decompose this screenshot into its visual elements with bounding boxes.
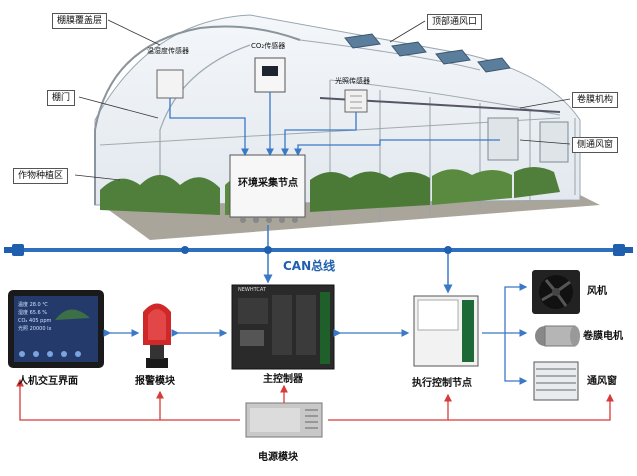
hmi-row-1: 湿度 65.6 %	[18, 310, 48, 316]
label-co2-sensor: CO₂传感器	[251, 42, 286, 50]
connections	[16, 283, 614, 421]
label-film-cover: 棚膜覆盖层	[52, 13, 108, 29]
label-hmi: 人机交互界面	[18, 376, 78, 387]
label-roll-motor: 卷膜电机	[583, 331, 623, 342]
label-can-bus: CAN总线	[283, 259, 336, 273]
hmi-row-3: 光照 20000 lx	[18, 326, 52, 332]
hmi-row-0: 温度 28.0 ℃	[18, 302, 48, 308]
label-env-node: 环境采集节点	[238, 178, 298, 189]
label-vent-window: 通风窗	[587, 376, 617, 387]
label-top-vent: 顶部通风口	[427, 14, 483, 30]
label-crop-area: 作物种植区	[13, 168, 69, 184]
controller-brand: NEWHTCAT	[238, 287, 266, 293]
label-fan: 风机	[587, 286, 607, 297]
devices	[8, 270, 580, 438]
hmi-row-2: CO₂ 405 ppm	[18, 318, 52, 324]
greenhouse	[74, 14, 600, 240]
label-light-sensor: 光照传感器	[335, 77, 370, 85]
can-bus	[4, 225, 633, 294]
label-door: 棚门	[47, 90, 76, 106]
label-main-controller: 主控制器	[263, 374, 303, 385]
label-temp-humidity-sensor: 温湿度传感器	[147, 47, 189, 55]
label-alarm: 报警模块	[135, 376, 175, 387]
label-power: 电源模块	[258, 452, 298, 463]
label-roll-film: 卷膜机构	[572, 92, 619, 108]
label-side-vent: 侧通风窗	[572, 137, 619, 153]
label-exec-node: 执行控制节点	[412, 378, 472, 389]
